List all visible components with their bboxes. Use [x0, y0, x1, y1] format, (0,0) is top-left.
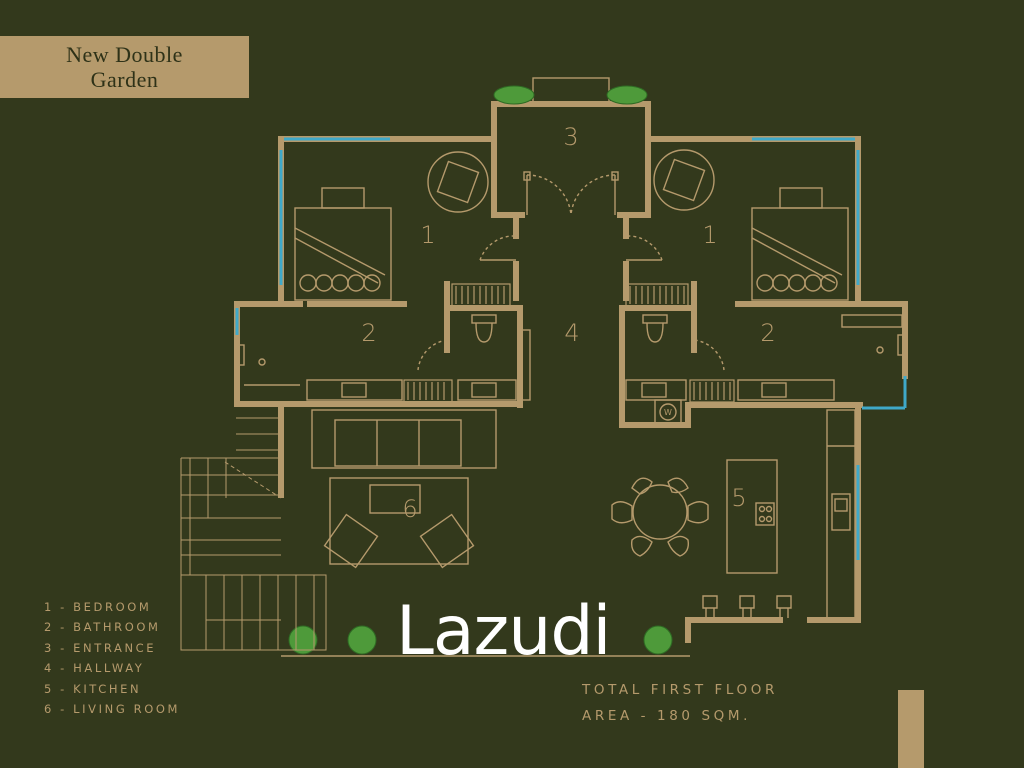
windows: [235, 137, 907, 560]
plants: [288, 85, 673, 655]
legend-item: 6 - LIVING ROOM: [44, 702, 181, 717]
room-number-bathroom-right: 2: [760, 319, 775, 347]
stairs: [180, 417, 327, 651]
right-bathroom-fixtures: [625, 314, 906, 425]
room-number-living-room: 6: [402, 495, 417, 523]
total-area-line-1: TOTAL FIRST FLOOR: [582, 682, 778, 698]
title-line-2: Garden: [90, 67, 159, 92]
room-number-bedroom-left: 1: [420, 221, 435, 249]
legend-item: 1 - BEDROOM: [44, 600, 152, 614]
living-room-furniture: [311, 409, 497, 569]
kitchen-fixtures: [702, 409, 856, 619]
total-area-line-2: AREA - 180 SQM.: [582, 708, 752, 724]
room-number-hallway: 4: [564, 319, 579, 347]
lazudi-watermark: Lazudi: [396, 592, 611, 671]
left-bathroom-fixtures: [236, 314, 531, 401]
legend-item: 2 - BATHROOM: [44, 620, 161, 635]
title-banner: New Double Garden: [0, 36, 249, 98]
walls: [234, 101, 908, 643]
washer-label: W: [664, 408, 672, 417]
room-number-kitchen: 5: [731, 484, 746, 512]
dining-table: [611, 477, 709, 557]
room-number-entrance: 3: [563, 123, 578, 151]
legend-item: 3 - ENTRANCE: [44, 640, 157, 655]
left-bedroom-furniture: [294, 151, 517, 301]
legend-item: 5 - KITCHEN: [44, 681, 142, 696]
corner-accent-bar: [898, 690, 924, 768]
title-line-1: New Double: [66, 42, 183, 67]
entrance: [523, 77, 619, 216]
room-legend: 1 - BEDROOM 2 - BATHROOM 3 - ENTRANCE 4 …: [44, 597, 180, 719]
room-number-bathroom-left: 2: [361, 319, 376, 347]
legend-item: 4 - HALLWAY: [44, 661, 145, 676]
right-bedroom-furniture: [625, 149, 849, 301]
room-number-bedroom-right: 1: [702, 221, 717, 249]
total-area: TOTAL FIRST FLOOR AREA - 180 SQM.: [582, 677, 778, 729]
wardrobes: [403, 283, 735, 403]
